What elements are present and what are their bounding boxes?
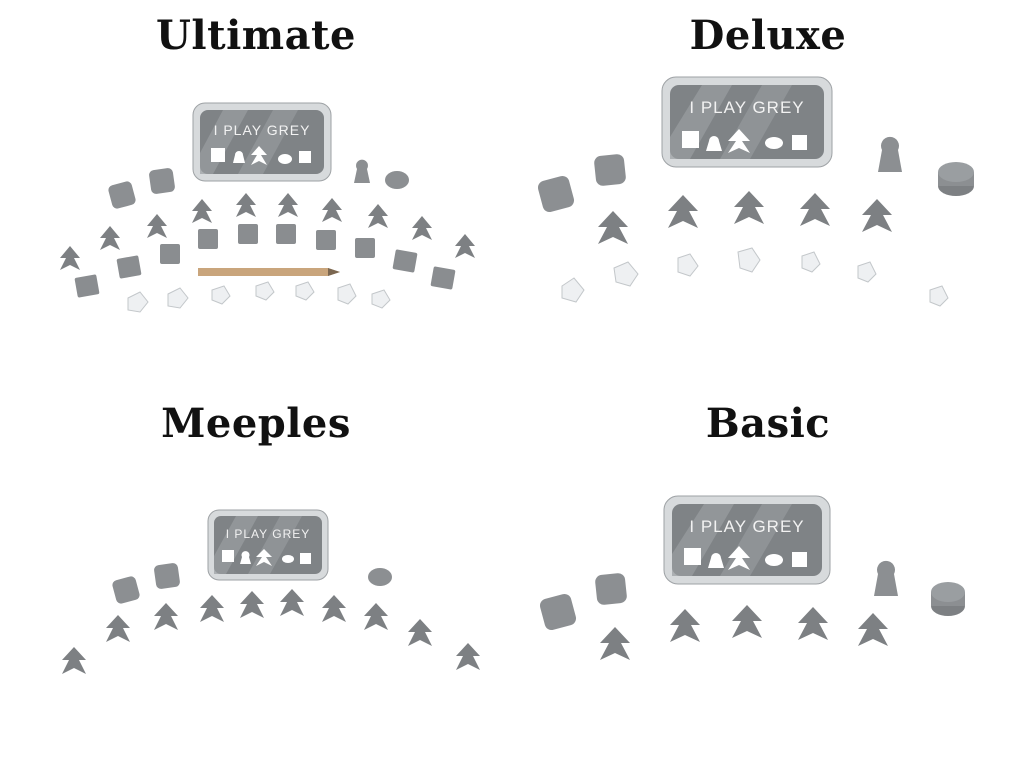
tin-label: I PLAY GREY: [226, 527, 311, 541]
die-icon: [112, 563, 180, 604]
pawn-icon: [878, 136, 902, 172]
cube-icon: [74, 224, 456, 298]
disc-icon: [385, 171, 409, 189]
clear-die-icon: [127, 281, 391, 313]
clear-die-icon: [561, 247, 949, 307]
meeple-row: [600, 605, 888, 660]
panel-meeples: Meeples I PLAY GREY: [0, 384, 512, 768]
meeples-scene: I PLAY GREY: [62, 509, 480, 674]
disc-icon: [931, 582, 965, 616]
panel-title: Deluxe: [689, 12, 847, 59]
ultimate-scene: I PLAY GREY: [60, 102, 475, 313]
meeple-row: [598, 191, 892, 244]
pawn-icon: [354, 159, 370, 183]
panel-deluxe: Deluxe I PLAY GREY: [512, 0, 1024, 384]
panel-basic: Basic I PLAY GREY: [512, 384, 1024, 768]
tin-label: I PLAY GREY: [689, 517, 804, 536]
panel-title: Meeples: [161, 400, 351, 447]
panel-ultimate: Ultimate I PLAY GREY: [0, 0, 512, 384]
tin-label: I PLAY GREY: [214, 122, 311, 138]
basic-scene: I PLAY GREY: [539, 495, 965, 660]
tin-icon: I PLAY GREY: [192, 102, 332, 182]
tin-label: I PLAY GREY: [689, 98, 804, 117]
die-icon: [539, 573, 627, 631]
panel-title: Ultimate: [156, 12, 356, 59]
deluxe-scene: I PLAY GREY: [537, 76, 974, 307]
panel-title: Basic: [705, 400, 831, 447]
pencil-icon: [198, 268, 340, 276]
meeple-row: [60, 193, 475, 270]
tin-icon: I PLAY GREY: [661, 76, 833, 168]
meeple-row: [62, 589, 480, 674]
pawn-icon: [874, 560, 898, 596]
tin-icon: I PLAY GREY: [663, 495, 831, 585]
die-icon: [108, 168, 175, 209]
disc-icon: [938, 162, 974, 196]
tin-icon: I PLAY GREY: [207, 509, 329, 581]
disc-icon: [368, 568, 392, 586]
die-icon: [537, 154, 626, 213]
